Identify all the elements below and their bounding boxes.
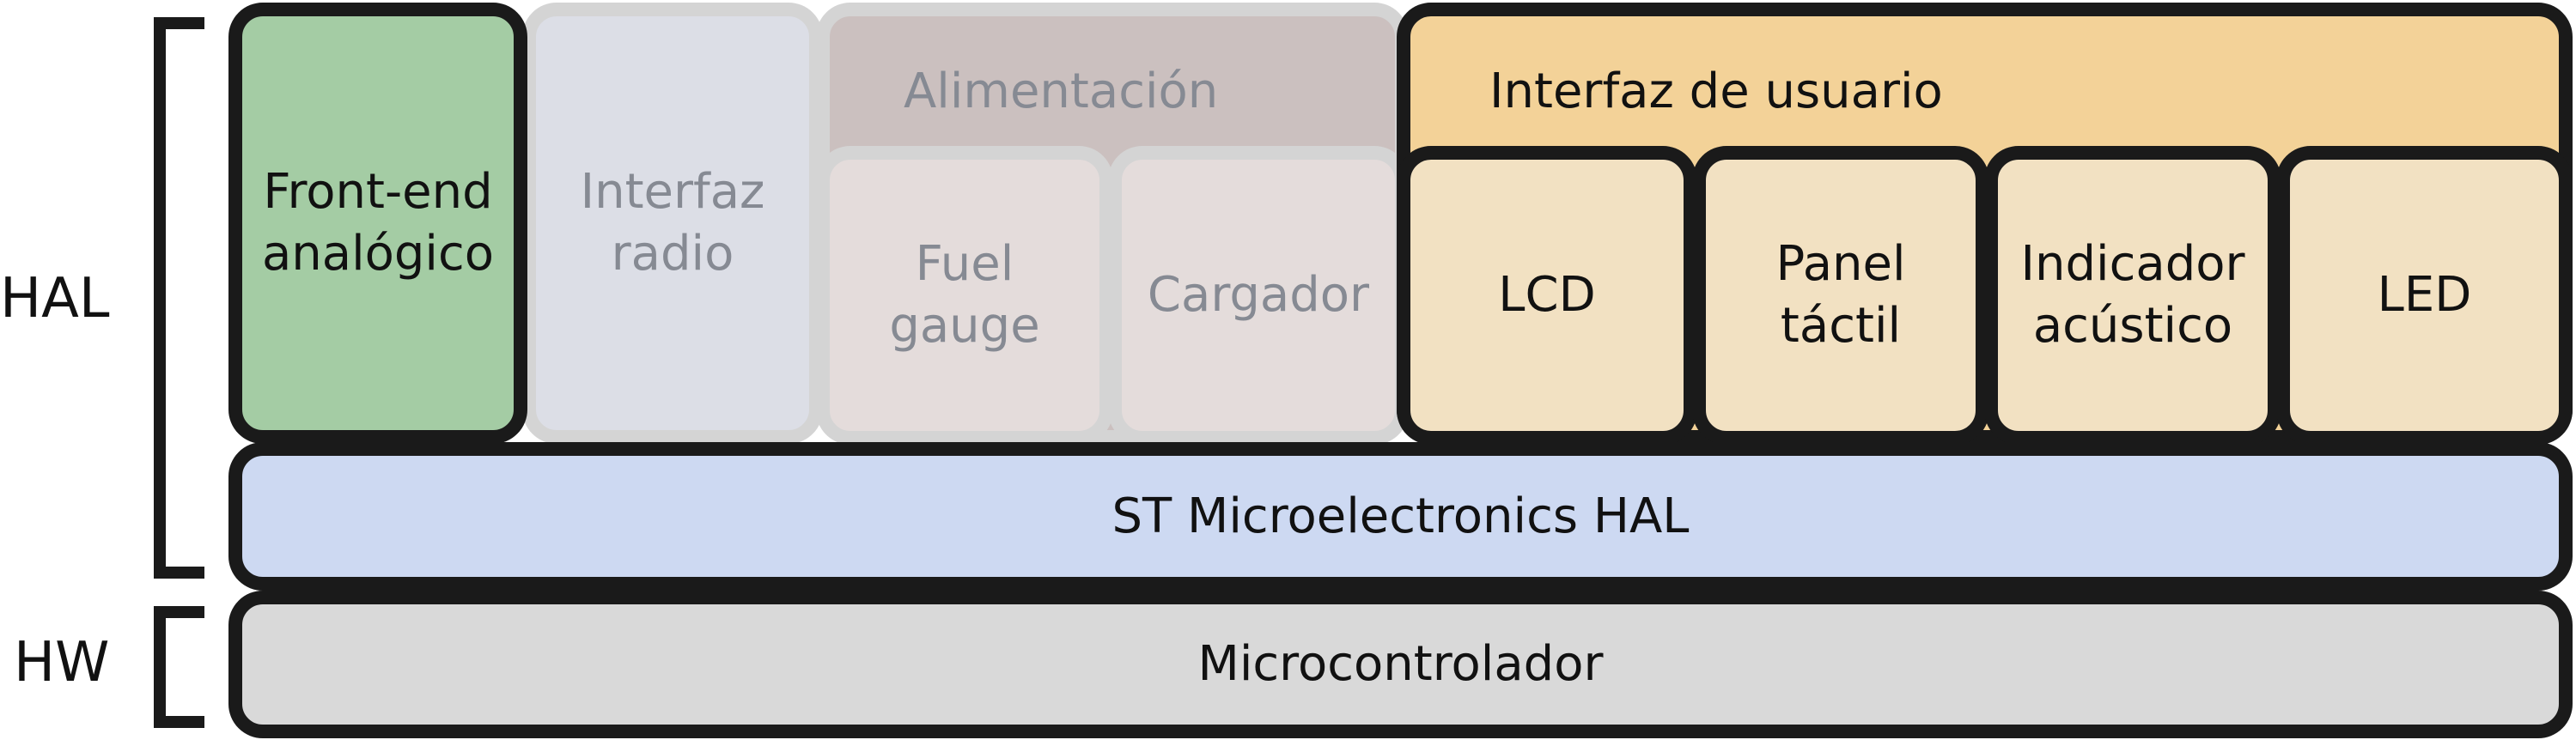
microcontroller-layer: Microcontrolador [228, 591, 2573, 738]
st-hal-layer: ST Microelectronics HAL [228, 442, 2573, 591]
charger-block: Cargador [1108, 146, 1409, 445]
hal-label: HAL [0, 267, 110, 331]
buzzer-block: Indicador acústico [1984, 146, 2281, 445]
power-block-label: Alimentación [904, 64, 1219, 119]
analog-front-end-block: Front-end analógico [228, 3, 527, 444]
hal-bracket [154, 17, 204, 579]
user-interface-block-label: Interfaz de usuario [1489, 64, 1943, 119]
fuel-gauge-block: Fuel gauge [816, 146, 1113, 445]
touch-panel-block: Panel táctil [1692, 146, 1989, 445]
hw-bracket [154, 606, 204, 728]
lcd-block: LCD [1397, 146, 1697, 445]
hw-label: HW [14, 631, 110, 694]
led-block: LED [2276, 146, 2573, 445]
radio-interface-block: Interfaz radio [522, 3, 823, 444]
